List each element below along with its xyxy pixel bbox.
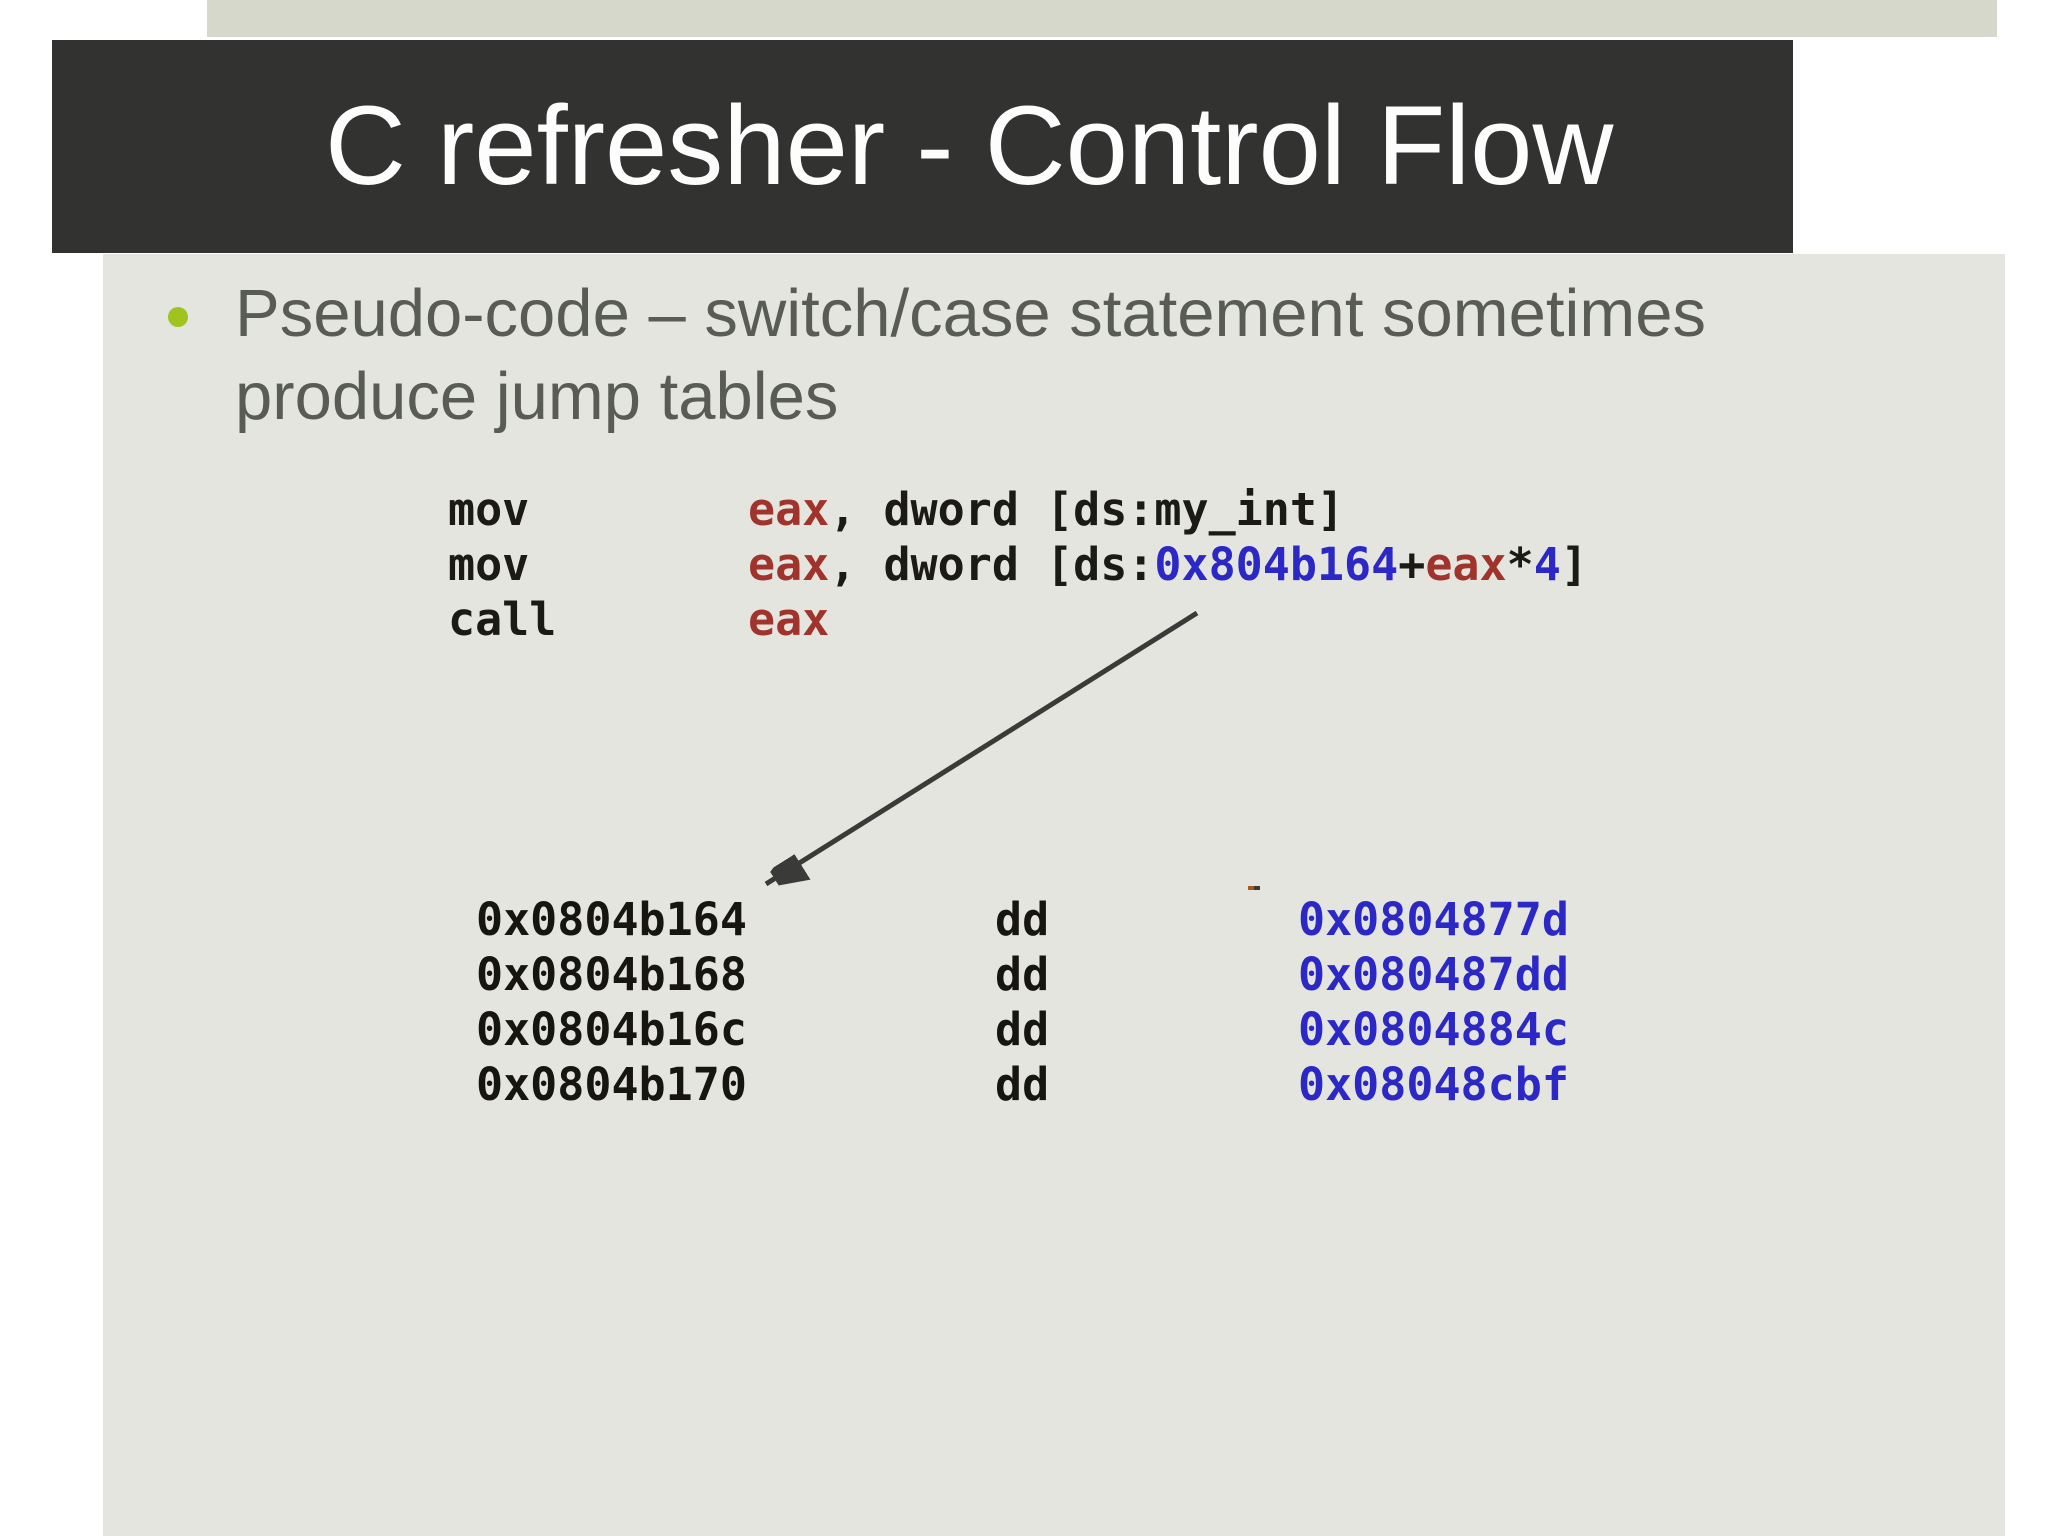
- asm-operand-token: eax: [748, 483, 830, 536]
- jump-table-row: 0x0804b168 dd 0x080487dd: [476, 947, 1569, 1002]
- table-directive: dd: [995, 893, 1050, 946]
- asm-operand-token: ]: [1560, 538, 1588, 591]
- jump-table-row: 0x0804b170 dd 0x08048cbf: [476, 1057, 1569, 1112]
- table-directive: dd: [995, 1058, 1050, 1111]
- slide-content-area: Pseudo-code – switch/case statement some…: [103, 254, 2005, 1536]
- title-bar: C refresher - Control Flow: [52, 40, 1793, 253]
- asm-operand-token: , dword [ds:my_int]: [829, 483, 1345, 536]
- table-value: 0x0804877d: [1298, 893, 1569, 946]
- table-address: 0x0804b168: [476, 948, 747, 1001]
- asm-line-1: mov eax, dword [ds:my_int]: [448, 482, 1588, 537]
- top-accent-band: [207, 0, 1997, 37]
- bullet-marker: [168, 307, 188, 327]
- table-value: 0x08048cbf: [1298, 1058, 1569, 1111]
- table-address: 0x0804b170: [476, 1058, 747, 1111]
- asm-operand-token: , dword [ds:: [829, 538, 1155, 591]
- table-value: 0x080487dd: [1298, 948, 1569, 1001]
- asm-operand-token: 0x804b164: [1154, 538, 1399, 591]
- asm-operand-token: 4: [1533, 538, 1561, 591]
- asm-operand-token: eax: [748, 538, 830, 591]
- bullet-line-1: Pseudo-code – switch/case statement some…: [235, 276, 1706, 351]
- asm-mnemonic: call: [448, 593, 557, 646]
- table-value: 0x0804884c: [1298, 1003, 1569, 1056]
- jump-table-row: 0x0804b16c dd 0x0804884c: [476, 1002, 1569, 1057]
- bullet-line-2: produce jump tables: [235, 359, 839, 434]
- asm-operand-token: eax: [748, 593, 830, 646]
- bullet-text: Pseudo-code – switch/case statement some…: [235, 272, 1706, 438]
- asm-operand-token: eax: [1425, 538, 1507, 591]
- table-directive: dd: [995, 948, 1050, 1001]
- asm-mnemonic: mov: [448, 483, 530, 536]
- table-directive: dd: [995, 1003, 1050, 1056]
- asm-operand-token: *: [1506, 538, 1534, 591]
- jump-table-row: 0x0804b164 dd 0x0804877d: [476, 892, 1569, 947]
- asm-operand-token: +: [1398, 538, 1426, 591]
- table-address: 0x0804b16c: [476, 1003, 747, 1056]
- table-address: 0x0804b164: [476, 893, 747, 946]
- asm-line-3: call eax: [448, 592, 1588, 647]
- slide-title: C refresher - Control Flow: [325, 83, 1614, 208]
- asm-mnemonic: mov: [448, 538, 530, 591]
- speck-artifact: [1248, 886, 1260, 890]
